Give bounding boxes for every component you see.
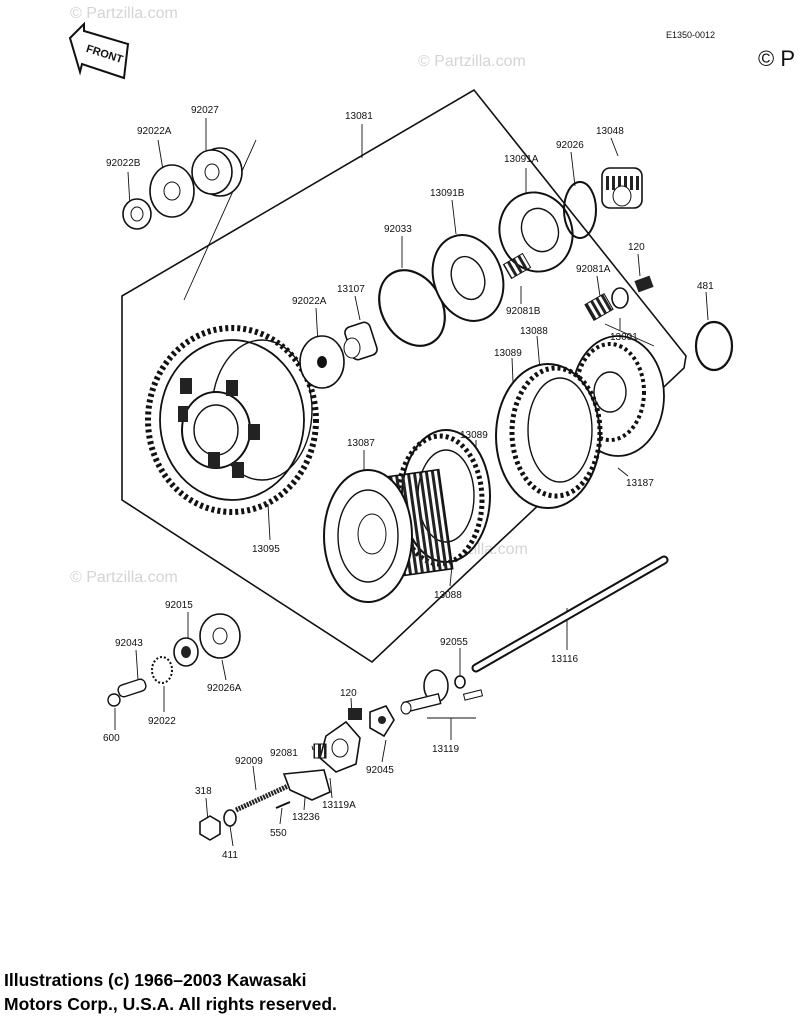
- part-label: 92027: [191, 105, 219, 116]
- part-label: 92022: [148, 716, 176, 727]
- clutch-housing-gear-13095: [145, 325, 319, 515]
- washer-92022a-mid: [299, 335, 345, 389]
- watermark-text: © Partzilla.com: [70, 5, 178, 22]
- clutch-plates-stack-right: [495, 363, 603, 509]
- bolt-120-lower: [348, 708, 362, 720]
- assembly-outline: [121, 88, 687, 664]
- plate-13091a: [498, 191, 574, 273]
- part-label: 13048: [596, 126, 624, 137]
- washer-13091: [611, 287, 629, 309]
- washer-92022b: [122, 198, 152, 230]
- part-label: 13107: [337, 284, 365, 295]
- part-label: 13087: [347, 438, 375, 449]
- part-label: 92043: [115, 638, 143, 649]
- spring-92081: [313, 743, 327, 759]
- nut-92015: [173, 637, 199, 667]
- part-label: 13081: [345, 111, 373, 122]
- bearing-92027: [191, 147, 243, 197]
- part-label: 13091A: [504, 154, 539, 165]
- part-label: 13187: [626, 478, 654, 489]
- pressure-plate-13091b: [431, 234, 505, 322]
- part-label: 600: [103, 733, 120, 744]
- part-label: 13089: [494, 348, 522, 359]
- part-label: 92026: [556, 140, 584, 151]
- part-label: 92009: [235, 756, 263, 767]
- part-label: 13089: [460, 430, 488, 441]
- lever-13119a: [319, 720, 361, 773]
- part-label: 411: [222, 850, 238, 861]
- bolt-120: [634, 275, 654, 293]
- copyright-mark: © P: [758, 46, 795, 71]
- part-label: 92081: [270, 748, 298, 759]
- washer-411: [223, 809, 237, 827]
- spring-92081a: [584, 293, 614, 321]
- screw-92009: [234, 783, 290, 813]
- nut-318: [199, 815, 221, 841]
- part-label: 92022A: [137, 126, 172, 137]
- sleeve-13107: [343, 321, 378, 361]
- ring-92026: [563, 181, 597, 239]
- part-label: 13088: [434, 590, 462, 601]
- diagram-code: E1350-0012: [666, 30, 715, 40]
- part-label: 92022A: [292, 296, 327, 307]
- part-label: 13091: [610, 332, 638, 343]
- part-label: 13236: [292, 812, 320, 823]
- part-label: 550: [270, 828, 287, 839]
- washer-92026a: [199, 613, 241, 659]
- part-label: 318: [195, 786, 212, 797]
- part-label: 13119A: [322, 800, 356, 811]
- front-arrow-icon: FRONT: [68, 21, 130, 80]
- footer-line: Illustrations (c) 1966–2003 Kawasaki: [4, 970, 307, 990]
- copyright-footer: Illustrations (c) 1966–2003 Kawasaki Mot…: [4, 968, 564, 1016]
- oring-92055: [454, 675, 466, 689]
- part-labels: 92027 92022A 92022B 13081 13091A 92026 1…: [103, 105, 714, 861]
- cover-92045: [369, 705, 395, 738]
- part-label: 92022B: [106, 158, 141, 169]
- watermark-text: © Partzilla.com: [418, 53, 526, 70]
- part-label: 481: [697, 281, 714, 292]
- ball-600: [107, 693, 121, 707]
- footer-line: Motors Corp., U.S.A. All rights reserved…: [4, 994, 337, 1014]
- push-rod-13116: [471, 555, 669, 673]
- part-label: 92081A: [576, 264, 611, 275]
- release-shaft-13119: [400, 669, 484, 715]
- part-label: 92015: [165, 600, 193, 611]
- part-label: 92033: [384, 224, 412, 235]
- part-label: 13091B: [430, 188, 465, 199]
- circlip-481: [694, 320, 734, 372]
- part-label: 92081B: [506, 306, 541, 317]
- part-label: 13095: [252, 544, 280, 555]
- part-label: 13088: [520, 326, 548, 337]
- bracket-13236: [282, 769, 331, 801]
- part-label: 92045: [366, 765, 394, 776]
- clutch-hub-13087: [323, 468, 454, 603]
- hub-13048: [601, 167, 643, 209]
- spring-92081b: [502, 252, 532, 280]
- part-label: 13116: [551, 654, 579, 665]
- washer-92022a: [149, 164, 195, 218]
- part-label: 120: [628, 242, 645, 253]
- part-label: 92055: [440, 637, 468, 648]
- washer-92022: [151, 656, 173, 684]
- part-label: 13119: [432, 744, 460, 755]
- watermark-text: © Partzilla.com: [70, 569, 178, 586]
- pin-550: [275, 801, 291, 809]
- pin-92043: [117, 678, 147, 698]
- part-label: 120: [340, 688, 357, 699]
- part-label: 92026A: [207, 683, 242, 694]
